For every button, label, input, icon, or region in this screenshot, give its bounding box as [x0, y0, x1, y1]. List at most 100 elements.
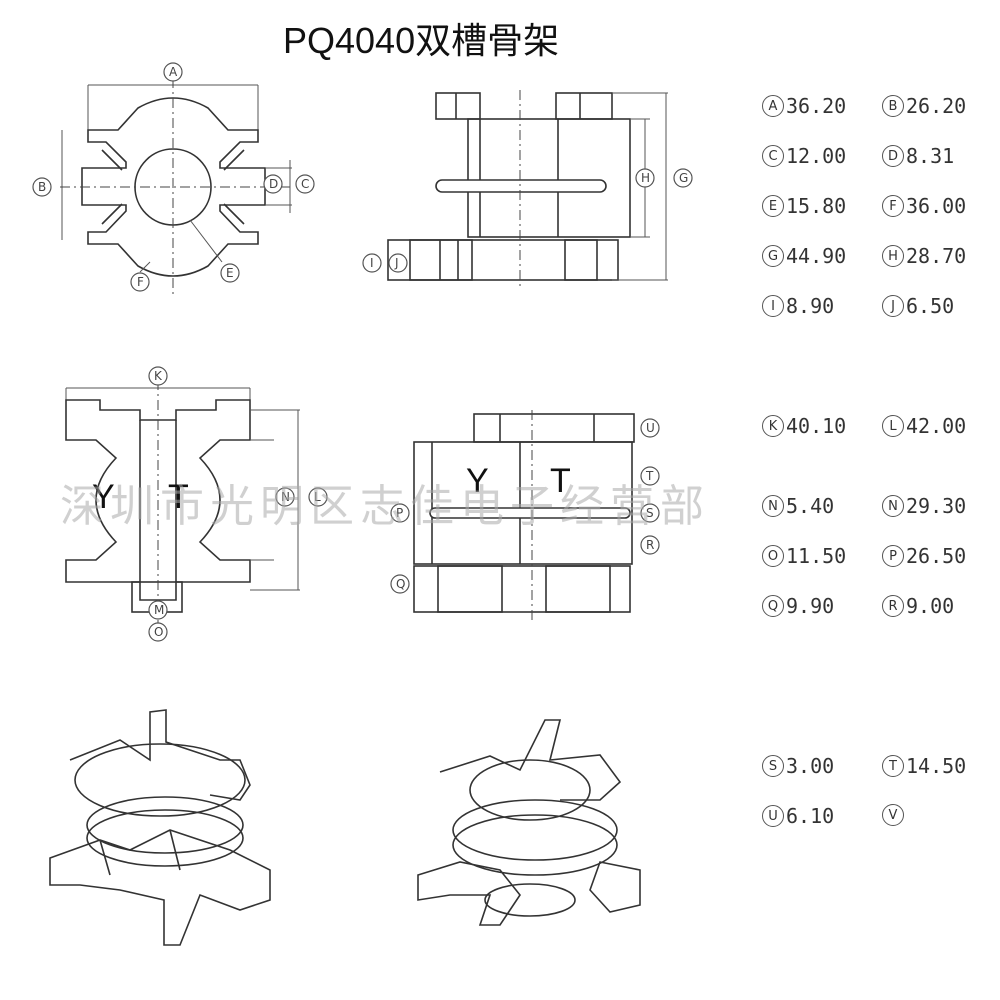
spec-value: 6.10	[786, 804, 835, 828]
spec-key: N	[882, 495, 904, 517]
svg-text:A: A	[169, 65, 178, 79]
svg-text:O: O	[154, 625, 163, 639]
top-view	[60, 78, 292, 296]
spec-value: 36.20	[786, 94, 847, 118]
callout-m: M	[148, 600, 168, 620]
callout-e: E	[220, 263, 240, 283]
callout-l: L	[308, 487, 328, 507]
spec-key: S	[762, 755, 784, 777]
slot-label-y: Y	[92, 478, 115, 516]
svg-text:T: T	[645, 469, 654, 483]
callout-o: O	[148, 622, 168, 642]
isometric-view-right	[417, 719, 641, 926]
spec-key: K	[762, 415, 784, 437]
callout-k: K	[148, 366, 168, 386]
callout-t: T	[640, 466, 660, 486]
spec-value: 3.00	[786, 754, 835, 778]
callout-j: J	[388, 253, 408, 273]
spec-value: 42.00	[906, 414, 967, 438]
svg-text:C: C	[301, 177, 309, 191]
svg-text:N: N	[281, 490, 290, 504]
callout-i: I	[362, 253, 382, 273]
spec-key: B	[882, 95, 904, 117]
spec-value: 36.00	[906, 194, 967, 218]
spec-value: 40.10	[786, 414, 847, 438]
svg-text:K: K	[154, 369, 163, 383]
spec-value: 9.90	[786, 594, 835, 618]
side-view	[387, 90, 668, 290]
watermark: 深圳市光明区志佳电子经营部	[60, 481, 710, 532]
callout-q: Q	[390, 574, 410, 594]
callout-s: S	[640, 503, 660, 523]
callout-r: R	[640, 535, 660, 555]
spec-key: O	[762, 545, 784, 567]
spec-value: 28.70	[906, 244, 967, 268]
spec-key: U	[762, 805, 784, 827]
spec-key: E	[762, 195, 784, 217]
spec-value: 8.31	[906, 144, 955, 168]
svg-text:U: U	[646, 421, 655, 435]
callout-u: U	[640, 418, 660, 438]
isometric-view-left	[49, 709, 271, 946]
front-view: Y T	[413, 410, 635, 620]
svg-text:L: L	[314, 490, 321, 504]
svg-text:D: D	[269, 177, 278, 191]
svg-text:F: F	[137, 275, 144, 289]
page-title: PQ4040双槽骨架	[283, 20, 560, 61]
callout-f: F	[130, 272, 150, 292]
svg-text:M: M	[154, 603, 164, 617]
spec-key: G	[762, 245, 784, 267]
spec-value: 8.90	[786, 294, 835, 318]
callout-g: G	[673, 168, 693, 188]
callout-d: D	[263, 174, 283, 194]
svg-text:B: B	[38, 180, 46, 194]
spec-key: N	[762, 495, 784, 517]
spec-key: J	[882, 295, 904, 317]
spec-value: 9.00	[906, 594, 955, 618]
callout-c: C	[295, 174, 315, 194]
svg-text:S: S	[646, 506, 654, 520]
spec-key: T	[882, 755, 904, 777]
spec-key: V	[882, 804, 904, 826]
svg-text:J: J	[394, 256, 399, 270]
svg-text:I: I	[370, 256, 374, 270]
slot-label-t: T	[168, 478, 189, 516]
callout-h: H	[635, 168, 655, 188]
spec-value: 5.40	[786, 494, 835, 518]
spec-key: I	[762, 295, 784, 317]
spec-value: 12.00	[786, 144, 847, 168]
bottom-view: Y T	[65, 380, 300, 640]
svg-text:R: R	[646, 538, 654, 552]
spec-key: Q	[762, 595, 784, 617]
svg-text:H: H	[641, 171, 650, 185]
spec-key: F	[882, 195, 904, 217]
callout-a: A	[163, 62, 183, 82]
callout-p: P	[390, 503, 410, 523]
spec-value: 44.90	[786, 244, 847, 268]
spec-value: 11.50	[786, 544, 847, 568]
svg-text:G: G	[679, 171, 688, 185]
spec-key: R	[882, 595, 904, 617]
spec-item: V	[882, 804, 906, 826]
front-label-t: T	[550, 462, 571, 500]
spec-value: 14.50	[906, 754, 967, 778]
spec-key: H	[882, 245, 904, 267]
svg-text:P: P	[396, 506, 403, 520]
